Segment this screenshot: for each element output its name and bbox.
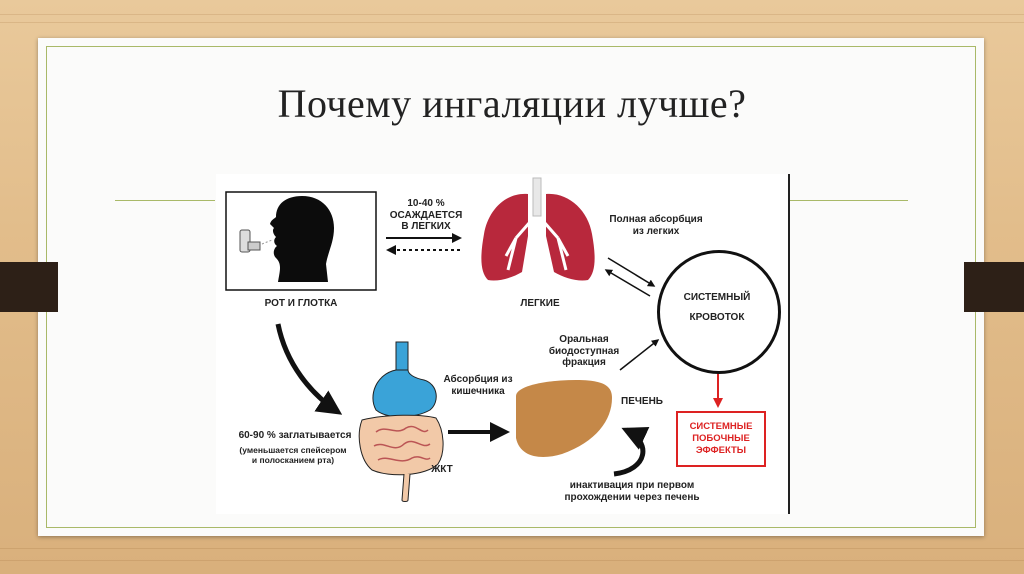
lungs-icon <box>481 178 594 281</box>
deposit-label: 10-40 % ОСАЖДАЕТСЯ В ЛЕГКИХ <box>388 198 464 233</box>
systemic-circulation-label: СИСТЕМНЫЙ КРОВОТОК <box>664 288 770 328</box>
title-rule-right <box>790 200 908 201</box>
swallowed-note: (уменьшается спейсером и полосканием рта… <box>230 446 356 466</box>
swallowed-label: 60-90 % заглатывается <box>220 430 370 442</box>
intestine-icon <box>359 415 443 501</box>
stomach-icon <box>373 342 436 417</box>
first-pass-label: инактивация при первом прохождении через… <box>550 480 714 503</box>
gi-label: ЖКТ <box>422 464 462 476</box>
swallow-arrow <box>278 324 338 412</box>
gut-absorption-label: Абсорбция из кишечника <box>436 374 520 397</box>
liver-label: ПЕЧЕНЬ <box>614 396 670 408</box>
liver-icon <box>516 380 612 457</box>
mouth-label: РОТ И ГЛОТКА <box>236 298 366 310</box>
lung-absorption-label: Полная абсорбция из легких <box>600 214 712 237</box>
lungs-label: ЛЕГКИЕ <box>510 298 570 310</box>
title-rule-left <box>115 200 215 201</box>
arrow-blood-to-lungs <box>606 270 650 296</box>
oral-fraction-label: Оральная биодоступная фракция <box>536 334 632 369</box>
side-effects-box: СИСТЕМНЫЕ ПОБОЧНЫЕ ЭФФЕКТЫ <box>676 411 766 467</box>
inhalation-diagram: 10-40 % ОСАЖДАЕТСЯ В ЛЕГКИХ РОТ И ГЛОТКА… <box>216 174 790 514</box>
left-tab <box>0 262 58 312</box>
right-tab <box>964 262 1024 312</box>
slide-title: Почему ингаляции лучше? <box>0 80 1024 127</box>
first-pass-arrow <box>614 430 643 474</box>
arrow-lungs-to-blood <box>608 258 654 286</box>
